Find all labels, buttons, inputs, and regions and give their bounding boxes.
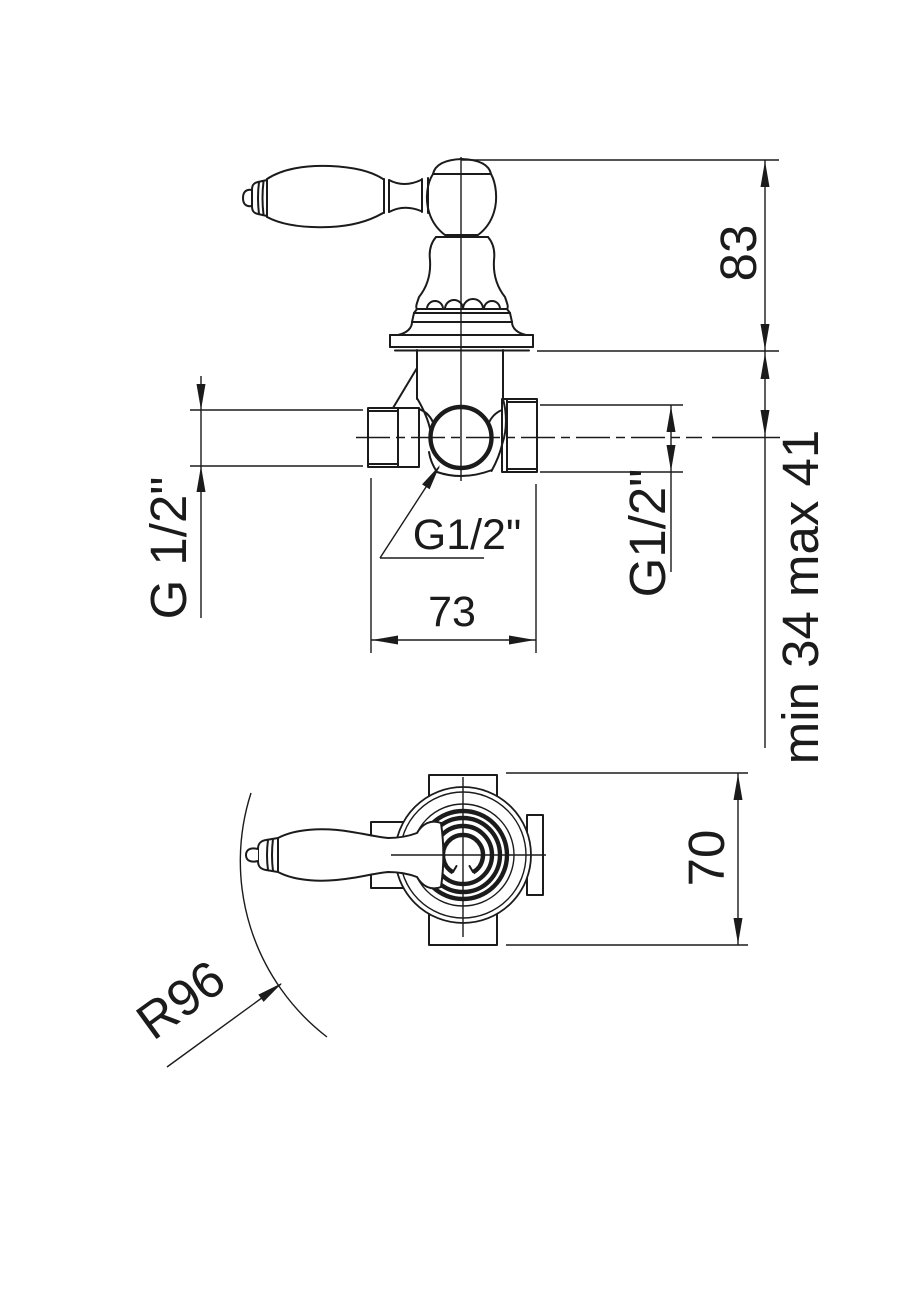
handle-top-nub	[245, 847, 259, 863]
dim-g12-left-label: G 1/2"	[140, 477, 197, 620]
handle-lever	[266, 164, 429, 229]
leader-g12-label: G1/2"	[413, 511, 522, 559]
dim-r96-label: R96	[126, 949, 235, 1050]
dim-83: 83	[461, 159, 779, 748]
swing-arc	[239, 792, 328, 1038]
dim-depth-range-label: min 34 max 41	[772, 430, 829, 765]
handle-top-view	[245, 820, 445, 890]
front-view: 83 min 34 max 41 G 1/2" G1/2"	[140, 157, 829, 764]
dim-73-label: 73	[428, 588, 476, 636]
valve-body	[367, 349, 538, 477]
body-edge-diagonal	[392, 367, 418, 409]
bonnet-bell	[397, 236, 527, 336]
dim-70-label: 70	[678, 830, 735, 887]
dim-g12-left: G 1/2"	[140, 376, 363, 619]
handle-tip-cap	[242, 179, 268, 217]
dim-73: 73	[370, 478, 537, 653]
dim-70: 70	[506, 772, 748, 946]
plan-view: 70 R96	[126, 772, 748, 1068]
handle-ball	[425, 158, 498, 236]
dim-depth-range: min 34 max 41	[760, 353, 829, 765]
dim-83-label: 83	[710, 225, 767, 282]
dim-g12-right-label: G1/2"	[619, 469, 676, 598]
dim-g12-right: G1/2"	[540, 404, 683, 598]
leader-g12-bore: G1/2"	[379, 462, 522, 559]
outlet-port-right	[501, 398, 538, 473]
